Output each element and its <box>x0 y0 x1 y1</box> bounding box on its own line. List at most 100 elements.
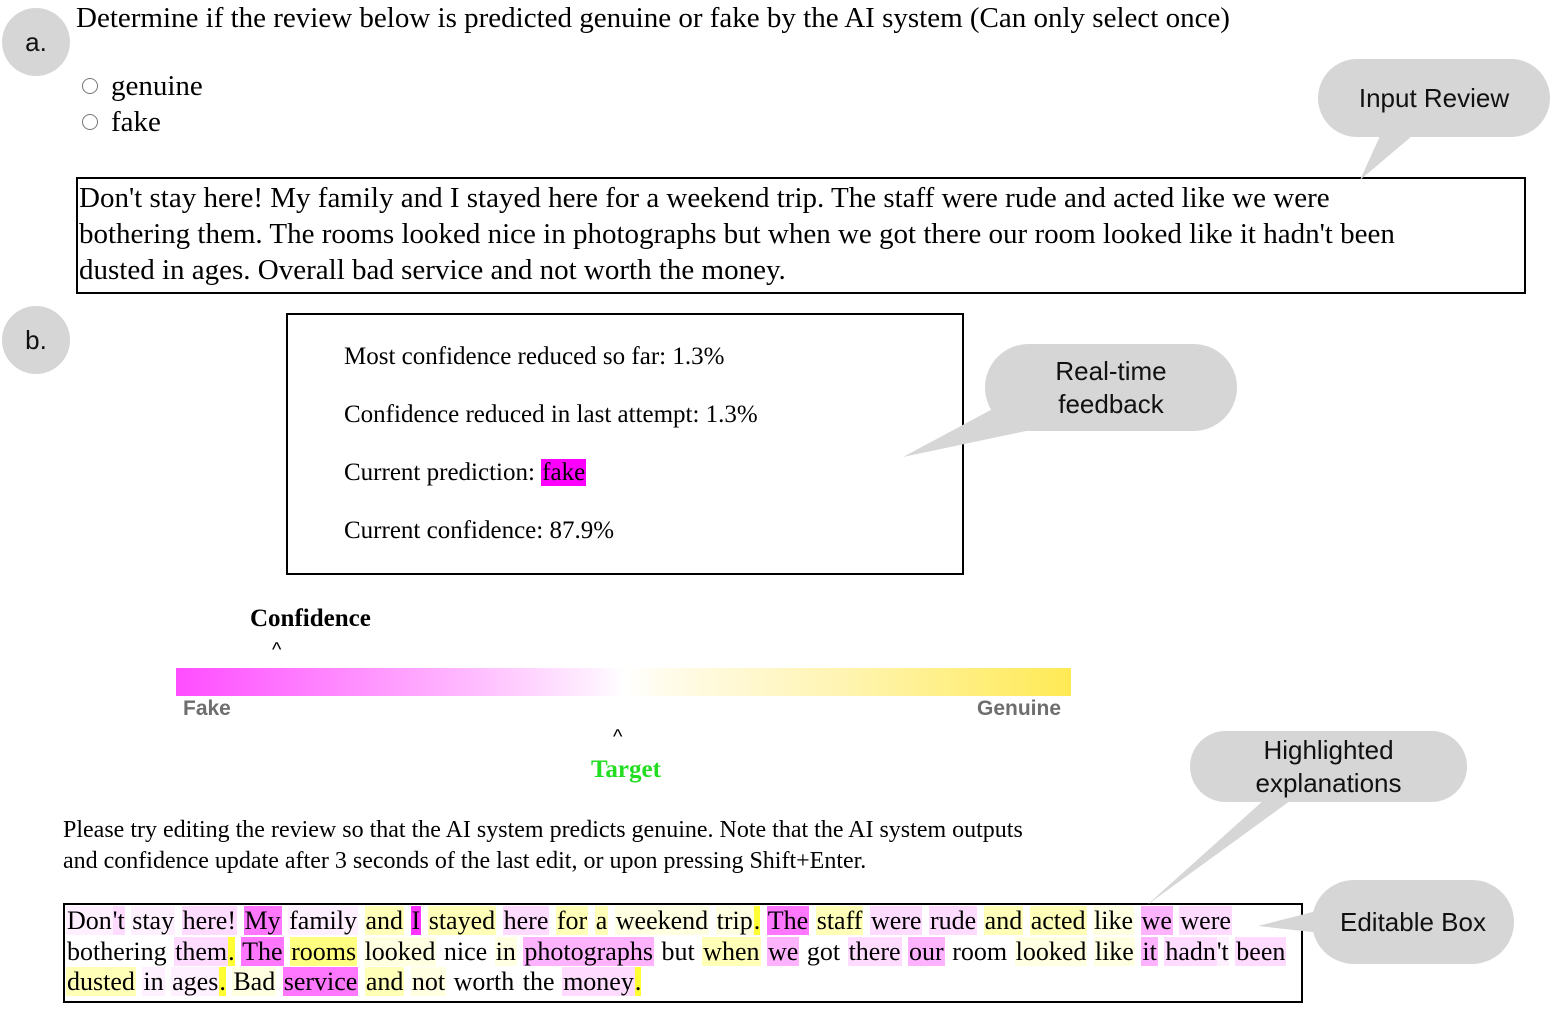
radio-option-fake[interactable]: fake <box>82 104 203 140</box>
highlighted-token[interactable]: like <box>1093 936 1135 966</box>
highlighted-token[interactable]: in <box>142 967 165 996</box>
highlighted-token[interactable]: rooms <box>290 936 358 966</box>
input-review-line-3: dusted in ages. Overall bad service and … <box>79 254 786 286</box>
instructions-line-1: Please try editing the review so that th… <box>63 817 1023 843</box>
highlighted-token[interactable]: them <box>174 936 229 966</box>
input-review-line-1: Don't stay here! My family and I stayed … <box>79 182 1330 214</box>
highlighted-token[interactable]: and <box>364 906 405 935</box>
highlighted-token[interactable]: but <box>661 936 695 966</box>
highlighted-token[interactable]: we <box>1140 906 1173 935</box>
highlighted-token[interactable]: . <box>753 906 761 935</box>
callout-realtime-feedback-line-1: Real-time <box>1055 355 1167 386</box>
highlighted-token[interactable]: photographs <box>523 936 654 966</box>
current-prediction: Current prediction: fake <box>344 459 587 487</box>
highlighted-token[interactable]: we <box>767 936 800 966</box>
highlighted-token[interactable]: staff <box>815 906 864 935</box>
callout-input-review-text: Input Review <box>1358 82 1510 113</box>
highlighted-token[interactable]: The <box>241 936 284 966</box>
highlighted-token[interactable]: got <box>806 936 841 966</box>
callout-highlighted-line-2: explanations <box>1255 767 1402 798</box>
question-prompt: Determine if the review below is predict… <box>76 2 1230 34</box>
prediction-badge: fake <box>541 459 587 486</box>
edit-instructions: Please try editing the review so that th… <box>63 815 1183 877</box>
highlighted-token[interactable]: like <box>1093 906 1135 935</box>
highlighted-token[interactable]: here <box>502 906 550 935</box>
confidence-title: Confidence <box>250 605 371 632</box>
highlighted-token[interactable]: stay <box>131 906 176 935</box>
current-confidence: Current confidence: 87.9% <box>344 517 615 544</box>
highlighted-token[interactable]: nice <box>443 936 488 966</box>
current-prediction-label: Current prediction: <box>344 459 542 486</box>
callout-editable-box-text: Editable Box <box>1340 906 1486 937</box>
instructions-line-2: and confidence update after 3 seconds of… <box>63 848 867 874</box>
realtime-feedback-panel: Most confidence reduced so far: 1.3% Con… <box>286 313 964 575</box>
highlighted-token[interactable]: were <box>1179 906 1232 935</box>
highlighted-token[interactable]: dusted <box>66 967 136 996</box>
highlighted-token[interactable]: it <box>1141 936 1158 966</box>
section-label-b-text: b. <box>25 324 47 355</box>
highlighted-token[interactable]: not <box>410 967 447 996</box>
highlighted-token[interactable]: The <box>766 906 810 935</box>
target-marker-icon: ^ <box>613 726 623 748</box>
highlighted-token[interactable]: . <box>228 936 235 966</box>
callout-highlighted-line-1: Highlighted <box>1263 734 1394 765</box>
highlighted-token[interactable]: rude <box>928 906 978 935</box>
highlighted-token[interactable]: for <box>555 906 589 935</box>
highlighted-token[interactable]: I <box>410 906 422 935</box>
editable-line[interactable]: dusted in ages. Bad service and not wort… <box>66 967 1301 998</box>
highlighted-token[interactable]: Don <box>66 906 113 935</box>
highlighted-token[interactable]: looked <box>1014 936 1088 966</box>
highlighted-token[interactable]: and <box>364 967 405 996</box>
editable-line[interactable]: Don't stay here! My family and I stayed … <box>66 906 1301 937</box>
radio-label-genuine: genuine <box>111 69 203 102</box>
highlighted-token[interactable]: worth <box>453 967 515 996</box>
confidence-marker-icon: ^ <box>272 639 282 661</box>
input-review-box: Don't stay here! My family and I stayed … <box>76 177 1526 294</box>
highlighted-token[interactable]: . <box>634 967 642 996</box>
radio-button-genuine[interactable] <box>82 78 98 94</box>
highlighted-token[interactable]: when <box>702 936 761 966</box>
highlighted-token[interactable]: in <box>494 936 517 966</box>
genuine-label: Genuine <box>977 697 1062 720</box>
highlighted-token[interactable]: looked <box>363 936 437 966</box>
fake-label: Fake <box>183 697 231 720</box>
prediction-radio-group: genuine fake <box>82 68 203 140</box>
highlighted-token[interactable]: weekend <box>614 906 710 935</box>
highlighted-token[interactable]: service <box>282 967 359 996</box>
input-review-line-2: bothering them. The rooms looked nice in… <box>79 218 1395 250</box>
highlighted-token[interactable]: our <box>908 936 945 966</box>
most-confidence-reduced: Most confidence reduced so far: 1.3% <box>344 343 725 370</box>
highlighted-token[interactable]: acted <box>1029 906 1087 935</box>
section-label-a: a. <box>2 8 70 76</box>
highlighted-token[interactable]: been <box>1235 936 1287 966</box>
radio-button-fake[interactable] <box>82 114 98 130</box>
highlighted-token[interactable]: money <box>562 967 635 996</box>
highlighted-token[interactable]: hadn <box>1164 936 1217 966</box>
highlighted-token[interactable]: . <box>219 967 226 996</box>
highlighted-token[interactable]: ages <box>171 967 220 996</box>
highlighted-token[interactable]: 't <box>112 906 125 935</box>
editable-line[interactable]: bothering them. The rooms looked nice in… <box>66 936 1301 968</box>
highlighted-token[interactable]: here! <box>181 906 237 935</box>
highlighted-token[interactable]: were <box>869 906 923 935</box>
editable-review-box[interactable]: Don't stay here! My family and I stayed … <box>63 903 1303 1003</box>
highlighted-token[interactable]: My <box>243 906 282 935</box>
highlighted-token[interactable]: and <box>983 906 1024 935</box>
highlighted-token[interactable]: the <box>522 967 555 996</box>
highlighted-token[interactable]: a <box>594 906 609 935</box>
highlighted-token[interactable]: there <box>847 936 902 966</box>
confidence-gradient-bar <box>176 668 1071 696</box>
highlighted-token[interactable]: bothering <box>67 936 167 966</box>
callout-input-review: Input Review <box>1318 59 1550 137</box>
highlighted-token[interactable]: family <box>288 906 358 935</box>
highlighted-token[interactable]: trip <box>715 906 754 935</box>
confidence-reduced-last-attempt: Confidence reduced in last attempt: 1.3% <box>344 401 758 428</box>
radio-option-genuine[interactable]: genuine <box>82 68 203 104</box>
highlighted-token[interactable]: Bad <box>232 967 277 996</box>
callout-realtime-feedback: Real-time feedback <box>985 344 1237 431</box>
highlighted-token[interactable]: 't <box>1216 936 1229 966</box>
callout-realtime-feedback-line-2: feedback <box>1058 388 1164 419</box>
section-label-b: b. <box>2 306 70 374</box>
highlighted-token[interactable]: stayed <box>427 906 497 935</box>
highlighted-token[interactable]: room <box>952 936 1008 966</box>
